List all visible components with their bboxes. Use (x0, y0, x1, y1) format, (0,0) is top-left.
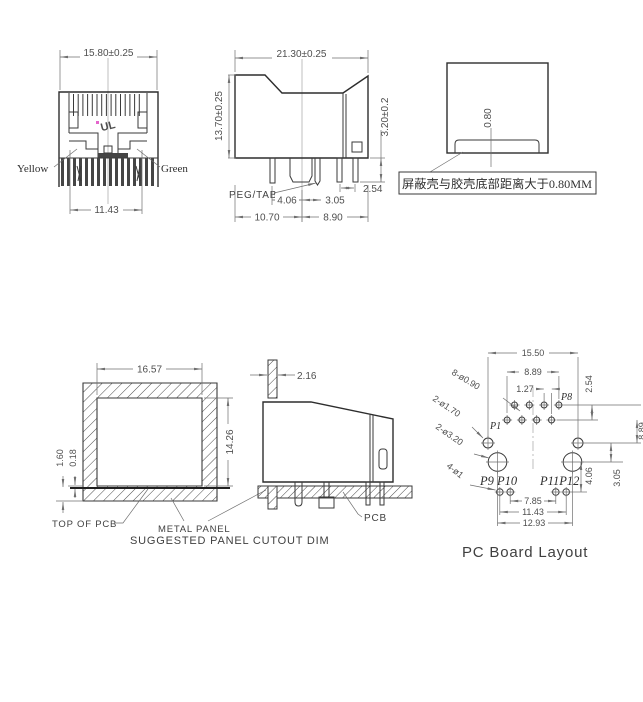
ul-mark: UL (99, 119, 116, 134)
metal-panel-label: METAL PANEL (158, 524, 231, 535)
side-mounted-body (262, 401, 394, 483)
pcb-layout-title: PC Board Layout (462, 544, 588, 561)
pcb-v1-dim: 4.06 (584, 467, 594, 485)
front-led-dim: 11.43 (94, 205, 119, 216)
side-slot (378, 448, 388, 470)
front-width-dim: 15.80±0.25 (84, 48, 134, 59)
peg-tab-leader (273, 182, 317, 194)
pcb-top-leader (114, 488, 149, 524)
pcb-rowgap-dim: 2.54 (584, 375, 594, 393)
pcb-leader (342, 491, 363, 518)
front-right-notch (137, 111, 148, 129)
post-holes (481, 436, 585, 450)
led-right-pair-label: P11P12 (539, 474, 579, 488)
pcb-bar (257, 485, 413, 499)
metal-panel-upper (267, 359, 278, 399)
rear-view: 0.80 屏蔽壳与胶壳底部距离大于0.80MM (398, 62, 597, 195)
front-left-led-housing (69, 132, 99, 158)
cutout-caption: SUGGESTED PANEL CUTOUT DIM (130, 535, 329, 547)
panel-side-view: 2.16 PCB (250, 359, 413, 524)
pcb-label: PCB (364, 513, 387, 524)
pin1-label: P1 (489, 421, 501, 432)
side-pitch-dim: 2.54 (363, 184, 383, 195)
side-small-square (351, 141, 363, 153)
post-holes-callout: 2-ø1.70 (431, 393, 462, 419)
led-right-label: Green (161, 163, 188, 175)
pcb-v2-dim: 3.05 (612, 469, 622, 487)
metal-panel-lower (267, 485, 278, 510)
panel-thickness-dim: 2.16 (297, 371, 317, 382)
side-view: 21.30±0.25 13.70±0.25 3.20±0.2 2.54 PE (214, 48, 391, 224)
pcb-led-span-dim: 11.43 (522, 507, 544, 517)
side-pins (269, 157, 359, 186)
pcb-pitch-dim: 1.27 (516, 384, 534, 394)
pcb-edge-dim: 8.89 (637, 422, 643, 440)
shield-holes-callout: 2-ø3.20 (434, 421, 465, 447)
front-shield-fingers (61, 158, 154, 186)
metal-panel-leader-left (170, 497, 185, 522)
pin-holes (502, 400, 564, 425)
side-width-dim: 21.30±0.25 (277, 49, 327, 60)
mounted-pins (294, 481, 385, 509)
pcb-overall-dim: 15.50 (522, 348, 545, 358)
led-holes-callout: 4-ø1 (445, 461, 466, 480)
front-view: 15.80±0.25 UL (17, 47, 188, 216)
rear-gap-dim: 0.80 (483, 108, 494, 128)
panel-thk-dim: 1.60 (55, 449, 65, 467)
panel-cutout-view: 16.57 14.26 1.60 0.18 TOP OF PCB METAL P… (52, 363, 329, 547)
pcb-layout-view: 15.50 8.89 1.27 P1 P8 (431, 348, 643, 561)
side-pin2-dim: 3.05 (325, 196, 345, 207)
rear-note-box (398, 171, 597, 195)
shield-holes (486, 450, 584, 474)
side-height-dim: 13.70±0.25 (214, 91, 225, 141)
front-contact-comb (73, 94, 140, 116)
pin8-label: P8 (560, 392, 572, 403)
panel-gap-dim: 0.18 (68, 449, 78, 467)
cutout-height-dim: 14.26 (225, 429, 236, 454)
cutout-width-dim: 16.57 (137, 365, 162, 376)
pcb-top-label: TOP OF PCB (52, 519, 117, 530)
rear-body-outline (446, 62, 549, 154)
front-shield-outline (58, 91, 159, 187)
side-pin-dim: 3.20±0.2 (380, 97, 391, 136)
front-left-notch (68, 111, 79, 129)
led-holes (494, 487, 572, 497)
side-peg-tab (289, 158, 313, 183)
rear-inner-shell (454, 139, 540, 153)
metal-panel-leader-right (207, 489, 267, 522)
peg-tab-label: PEG/TAB (229, 190, 277, 201)
led-left-label: Yellow (17, 163, 48, 175)
rear-note-leader (429, 151, 464, 173)
panel-frame (82, 382, 218, 502)
side-left-dim: 10.70 (254, 213, 279, 224)
led-left-pair-label: P9 P10 (479, 474, 518, 488)
side-right-dim: 8.90 (323, 213, 343, 224)
pcb-post-span-dim: 12.93 (523, 518, 546, 528)
pin-holes-callout: 8-ø0.90 (450, 367, 482, 392)
pcb-row-dim: 8.89 (524, 367, 542, 377)
cert-mark (96, 121, 99, 124)
rear-note-text: 屏蔽壳与胶壳底部距离大于0.80MM (402, 176, 592, 191)
side-peg-dim: 4.06 (277, 196, 297, 207)
pcb-led-pair-dim: 7.85 (524, 496, 542, 506)
side-body-outline (234, 74, 369, 159)
